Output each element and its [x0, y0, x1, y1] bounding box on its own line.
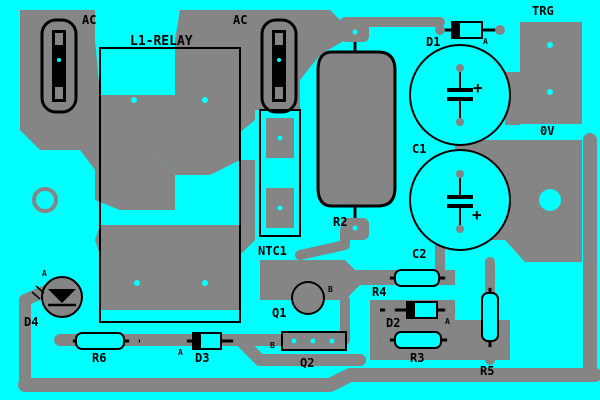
ov-pad-hole — [547, 89, 553, 95]
d1-body — [435, 21, 505, 39]
d1-anode-label: A — [483, 37, 488, 46]
d1-label: D1 — [426, 35, 440, 49]
ac-terminal-left — [40, 18, 78, 114]
mounting-hole-right — [539, 189, 561, 211]
trace-bottom — [18, 368, 600, 392]
trace-d3-right — [234, 334, 366, 366]
ntc-outline — [259, 109, 301, 237]
q1-transistor — [291, 281, 325, 315]
r2-body — [316, 20, 397, 240]
copper-trg-pad — [520, 22, 582, 74]
copper-ntc-band — [95, 160, 255, 255]
d4-label: D4 — [24, 315, 38, 329]
trg-pad-hole — [547, 42, 553, 48]
r6-label: R6 — [92, 351, 106, 365]
r4-resistor — [380, 269, 455, 287]
d3-anode-label: A — [178, 348, 183, 357]
mounting-hole-left — [32, 187, 58, 213]
r4-label: R4 — [372, 285, 386, 299]
relay-label: L1-RELAY — [130, 34, 193, 49]
c2-label: C2 — [412, 247, 426, 261]
r5-label: R5 — [480, 364, 494, 378]
ac-left-label: AC — [82, 13, 96, 27]
r6-resistor — [63, 332, 140, 350]
copper-ov-pad — [520, 74, 582, 124]
d2-anode-label: A — [445, 317, 450, 326]
r2-label: R2 — [333, 215, 347, 229]
ac-right-label: AC — [233, 13, 247, 27]
r3-resistor — [380, 331, 457, 349]
r3-label: R3 — [410, 351, 424, 365]
trace-r2-bottom — [295, 225, 350, 260]
q2-base-label: B — [270, 341, 275, 350]
r5-resistor — [481, 278, 499, 357]
ntc-label: NTC1 — [258, 244, 287, 258]
copper-ac-right — [175, 10, 255, 145]
ov-label: 0V — [540, 124, 554, 138]
d3-label: D3 — [195, 351, 209, 365]
relay-outline — [99, 47, 241, 323]
q2-label: Q2 — [300, 356, 314, 370]
q1-label: Q1 — [272, 306, 286, 320]
c1-label: C1 — [412, 142, 426, 156]
c2-plus: + — [472, 205, 482, 224]
ac-terminal-right — [260, 18, 298, 114]
c1-plus: + — [473, 78, 483, 97]
relay-pad-1 — [131, 97, 137, 103]
trg-label: TRG — [532, 4, 554, 18]
c1-capacitor — [409, 44, 511, 146]
d2-label: D2 — [386, 316, 400, 330]
d2-diode — [380, 301, 455, 319]
d4-led — [31, 276, 83, 318]
q2-transistor — [281, 331, 347, 351]
c2-capacitor — [409, 149, 511, 251]
q1-base-label: B — [328, 285, 333, 294]
d4-anode-label: A — [42, 269, 47, 278]
d3-diode — [177, 332, 243, 350]
relay-pad-2 — [202, 97, 208, 103]
